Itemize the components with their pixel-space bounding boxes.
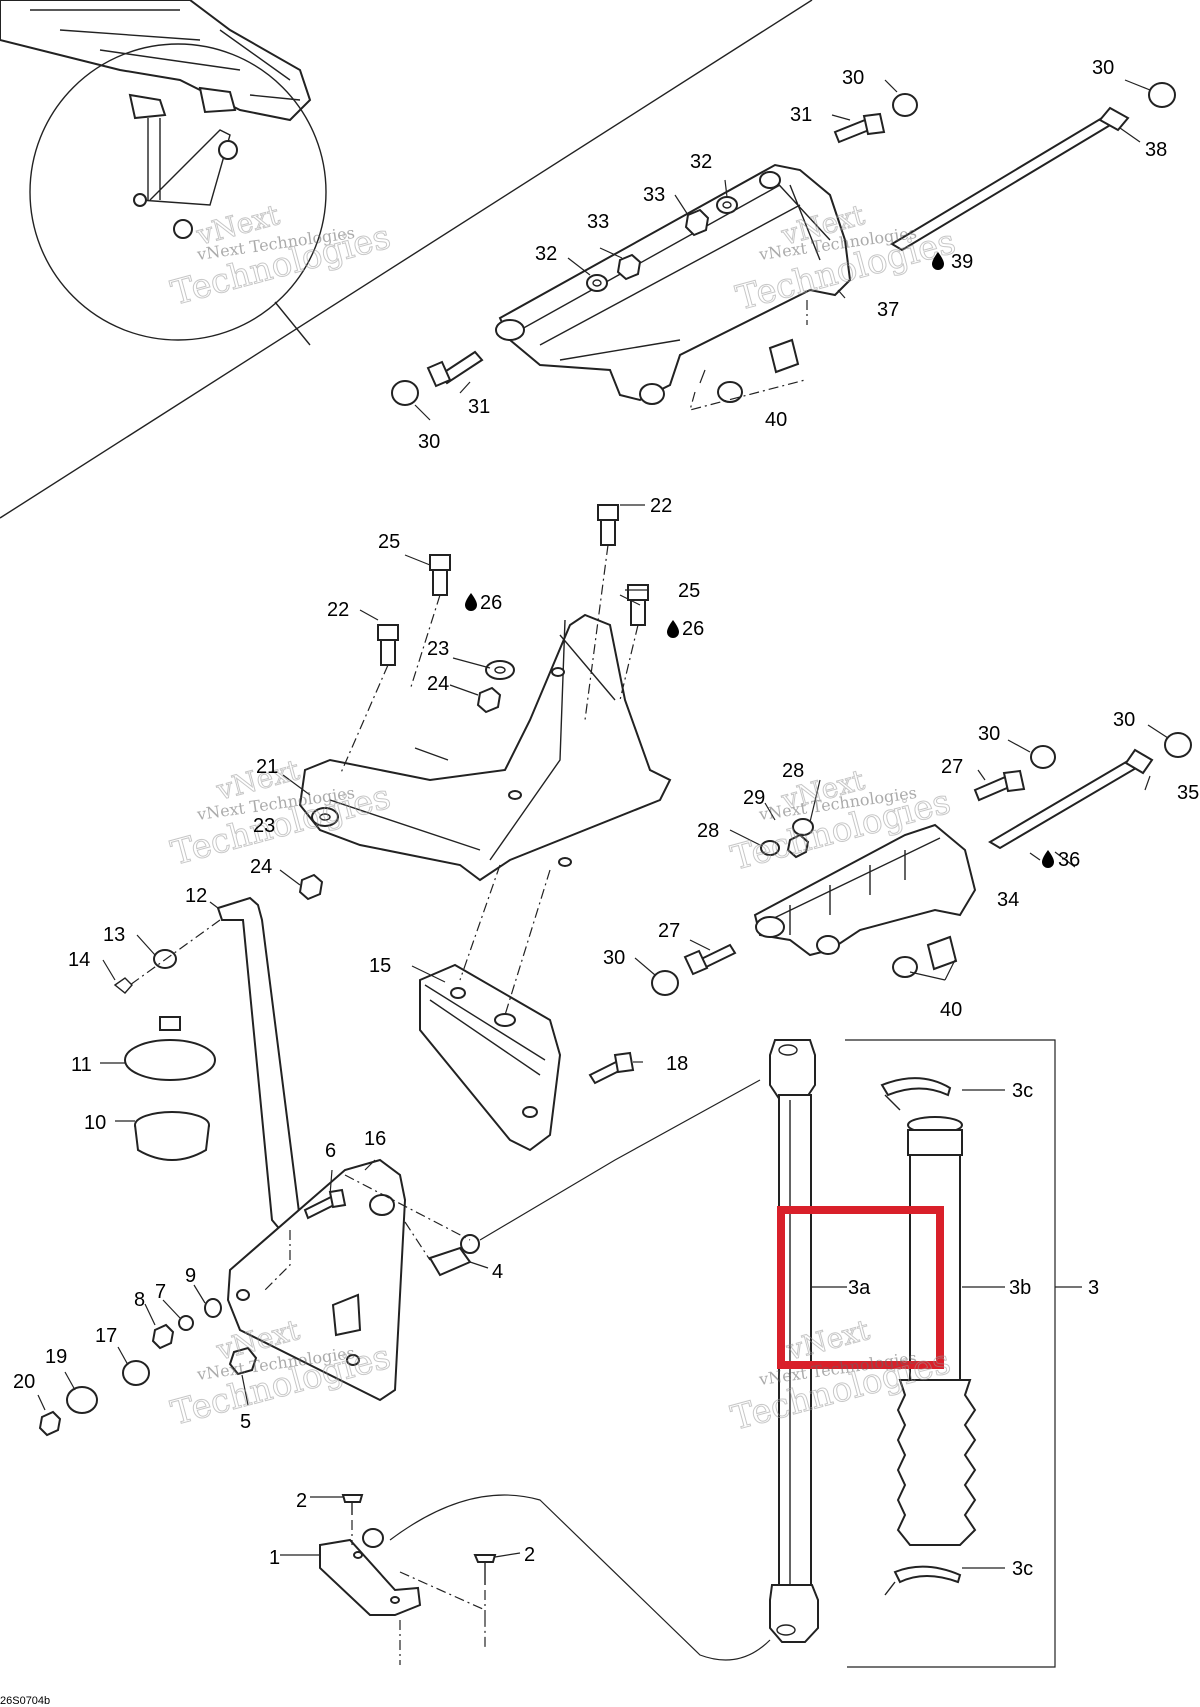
callout-30: 30 bbox=[603, 947, 625, 969]
callout-24: 24 bbox=[427, 673, 449, 695]
callout-15: 15 bbox=[369, 955, 391, 977]
callout-12: 12 bbox=[185, 885, 207, 907]
callout-8: 8 bbox=[134, 1289, 145, 1311]
callout-labels: 30 30 31 38 32 33 33 32 39 37 31 40 30 2… bbox=[13, 57, 1199, 1580]
callout-40: 40 bbox=[940, 999, 962, 1021]
callout-7: 7 bbox=[155, 1281, 166, 1303]
callout-35: 35 bbox=[1177, 782, 1199, 804]
callout-38: 38 bbox=[1145, 139, 1167, 161]
callout-33: 33 bbox=[587, 211, 609, 233]
callout-17: 17 bbox=[95, 1325, 117, 1347]
callout-16: 16 bbox=[364, 1128, 386, 1150]
callout-6: 6 bbox=[325, 1140, 336, 1162]
callout-25: 25 bbox=[378, 531, 400, 553]
callout-18: 18 bbox=[666, 1053, 688, 1075]
callout-26: 26 bbox=[480, 592, 502, 614]
magnifier-circle bbox=[29, 43, 327, 341]
callout-30: 30 bbox=[842, 67, 864, 89]
callout-3c: 3c bbox=[1012, 1558, 1033, 1580]
oil-drop-icon bbox=[667, 620, 679, 638]
lower-arm-assembly bbox=[651, 732, 1192, 996]
callout-27: 27 bbox=[658, 920, 680, 942]
callout-23: 23 bbox=[253, 815, 275, 837]
lubricant-drop-icons bbox=[465, 252, 1054, 868]
callout-22: 22 bbox=[650, 495, 672, 517]
callout-37: 37 bbox=[877, 299, 899, 321]
oil-drop-icon bbox=[932, 252, 944, 270]
callout-14: 14 bbox=[68, 949, 90, 971]
callout-13: 13 bbox=[103, 924, 125, 946]
callout-10: 10 bbox=[84, 1112, 106, 1134]
callout-26: 26 bbox=[682, 618, 704, 640]
leader-lines bbox=[37, 79, 1169, 1569]
callout-31: 31 bbox=[790, 104, 812, 126]
callout-19: 19 bbox=[45, 1346, 67, 1368]
base-bracket-1 bbox=[319, 1494, 497, 1665]
oil-drop-icon bbox=[1042, 850, 1054, 868]
callout-30: 30 bbox=[1113, 709, 1135, 731]
oil-drop-icon bbox=[465, 593, 477, 611]
callout-25: 25 bbox=[678, 580, 700, 602]
diagram-code: 26S0704b bbox=[0, 1695, 50, 1707]
callout-31: 31 bbox=[468, 396, 490, 418]
callout-34: 34 bbox=[997, 889, 1019, 911]
callout-30: 30 bbox=[978, 723, 1000, 745]
clamp-11 bbox=[124, 1039, 216, 1081]
callout-3a: 3a bbox=[848, 1277, 871, 1299]
callout-3c: 3c bbox=[1012, 1080, 1033, 1102]
callout-3: 3 bbox=[1088, 1277, 1099, 1299]
callout-33: 33 bbox=[643, 184, 665, 206]
bushing-30-b bbox=[1148, 82, 1176, 108]
bushing-30-a bbox=[892, 93, 918, 117]
gas-strut-assembly bbox=[389, 1039, 1056, 1668]
callout-11: 11 bbox=[71, 1054, 92, 1076]
callout-36: 36 bbox=[1058, 849, 1080, 871]
callout-32: 32 bbox=[535, 243, 557, 265]
callout-23: 23 bbox=[427, 638, 449, 660]
callout-2: 2 bbox=[524, 1544, 535, 1566]
callout-32: 32 bbox=[690, 151, 712, 173]
callout-40: 40 bbox=[765, 409, 787, 431]
callout-4: 4 bbox=[492, 1261, 503, 1283]
callout-2: 2 bbox=[296, 1490, 307, 1512]
callout-28: 28 bbox=[697, 820, 719, 842]
callout-30: 30 bbox=[418, 431, 440, 453]
linkage-and-bracket bbox=[38, 896, 761, 1437]
callout-21: 21 bbox=[256, 756, 278, 778]
callout-24: 24 bbox=[250, 856, 272, 878]
callout-28: 28 bbox=[782, 760, 804, 782]
boot-body-3b bbox=[909, 1154, 961, 1381]
callout-1: 1 bbox=[269, 1547, 280, 1569]
callout-29: 29 bbox=[743, 787, 765, 809]
callout-9: 9 bbox=[185, 1265, 196, 1287]
section-divider bbox=[0, 0, 813, 519]
callout-5: 5 bbox=[240, 1411, 251, 1433]
callout-30: 30 bbox=[1092, 57, 1114, 79]
callout-20: 20 bbox=[13, 1371, 35, 1393]
callout-27: 27 bbox=[941, 756, 963, 778]
frame-detail-topleft bbox=[0, 0, 327, 346]
upper-arm-assembly bbox=[391, 82, 1176, 411]
middle-bracket-plate bbox=[298, 504, 672, 1152]
callout-22: 22 bbox=[327, 599, 349, 621]
callout-39: 39 bbox=[951, 251, 973, 273]
callout-3b: 3b bbox=[1009, 1277, 1031, 1299]
highlight-box-3a bbox=[777, 1206, 944, 1369]
bushing-30-c bbox=[391, 380, 419, 406]
